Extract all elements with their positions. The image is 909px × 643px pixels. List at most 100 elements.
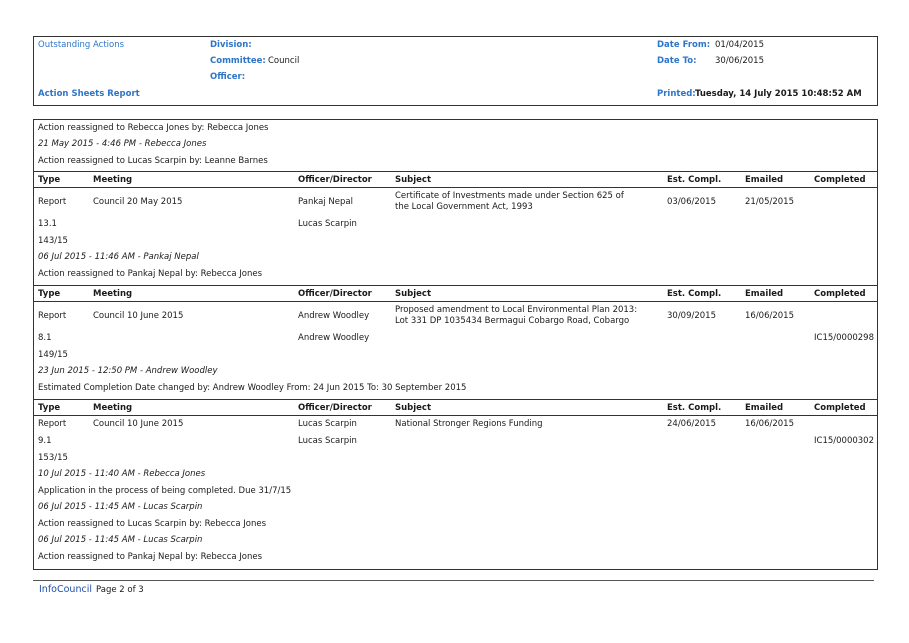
report-name: Outstanding Actions — [38, 40, 125, 50]
cell-officer-secondary: Lucas Scarpin — [298, 436, 357, 446]
cell-completed: IC15/0000298 — [814, 333, 874, 343]
note-text: Action reassigned to Lucas Scarpin by: L… — [38, 156, 268, 166]
col-est: Est. Compl. — [667, 289, 722, 299]
col-emailed: Emailed — [745, 403, 784, 413]
col-officer: Officer/Director — [298, 175, 372, 185]
table-row: 9.1 Lucas Scarpin IC15/0000302 — [34, 436, 877, 452]
note-row: Action reassigned to Pankaj Nepal by: Re… — [34, 552, 877, 568]
col-subject: Subject — [395, 175, 432, 185]
cell-completed: IC15/0000302 — [814, 436, 874, 446]
col-officer: Officer/Director — [298, 289, 372, 299]
committee-label: Committee: — [210, 56, 266, 66]
note-timestamp: 10 Jul 2015 - 11:40 AM - Rebecca Jones — [38, 469, 206, 479]
note-text: Application in the process of being comp… — [38, 486, 292, 496]
cell-item-number: 13.1 — [38, 219, 57, 229]
note-row: 10 Jul 2015 - 11:40 AM - Rebecca Jones — [34, 469, 877, 485]
note-timestamp: 06 Jul 2015 - 11:46 AM - Pankaj Nepal — [38, 252, 199, 262]
report-header: Outstanding Actions Action Sheets Report… — [33, 36, 878, 106]
note-row: 06 Jul 2015 - 11:45 AM - Lucas Scarpin — [34, 535, 877, 551]
table-row: 143/15 — [34, 236, 877, 252]
note-row: 06 Jul 2015 - 11:46 AM - Pankaj Nepal — [34, 252, 877, 268]
footer-divider — [33, 580, 874, 581]
col-meeting: Meeting — [93, 175, 133, 185]
date-to-label: Date To: — [657, 56, 697, 66]
note-row: Action reassigned to Pankaj Nepal by: Re… — [34, 269, 877, 285]
date-from-label: Date From: — [657, 40, 711, 50]
col-est: Est. Compl. — [667, 175, 722, 185]
cell-officer: Pankaj Nepal — [298, 197, 353, 207]
cell-subject: National Stronger Regions Funding — [395, 419, 543, 429]
cell-subject: Certificate of Investments made under Se… — [395, 191, 624, 212]
cell-emailed: 16/06/2015 — [745, 311, 794, 321]
date-from-value: 01/04/2015 — [715, 40, 764, 50]
col-emailed: Emailed — [745, 289, 784, 299]
note-row: 06 Jul 2015 - 11:45 AM - Lucas Scarpin — [34, 502, 877, 518]
col-meeting: Meeting — [93, 403, 133, 413]
table-row: Report Council 10 June 2015 Andrew Woodl… — [34, 305, 877, 333]
col-emailed: Emailed — [745, 175, 784, 185]
printed-label: Printed: — [657, 89, 696, 99]
note-text: Action reassigned to Pankaj Nepal by: Re… — [38, 552, 263, 562]
printed-value: Tuesday, 14 July 2015 10:48:52 AM — [695, 89, 862, 99]
date-to-value: 30/06/2015 — [715, 56, 764, 66]
col-type: Type — [38, 289, 61, 299]
note-row: Action reassigned to Lucas Scarpin by: L… — [34, 156, 877, 172]
table-row: Report Council 20 May 2015 Pankaj Nepal … — [34, 191, 877, 219]
note-row: Estimated Completion Date changed by: An… — [34, 383, 877, 399]
col-meeting: Meeting — [93, 289, 133, 299]
note-row: Action reassigned to Rebecca Jones by: R… — [34, 123, 877, 139]
note-row: 21 May 2015 - 4:46 PM - Rebecca Jones — [34, 139, 877, 155]
note-timestamp: 06 Jul 2015 - 11:45 AM - Lucas Scarpin — [38, 535, 203, 545]
col-subject: Subject — [395, 289, 432, 299]
cell-officer-secondary: Lucas Scarpin — [298, 219, 357, 229]
table-row: 149/15 — [34, 350, 877, 366]
cell-type: Report — [38, 197, 67, 207]
cell-est: 03/06/2015 — [667, 197, 716, 207]
cell-officer: Andrew Woodley — [298, 311, 370, 321]
note-timestamp: 23 Jun 2015 - 12:50 PM - Andrew Woodley — [38, 366, 218, 376]
note-row: Action reassigned to Lucas Scarpin by: R… — [34, 519, 877, 535]
actions-table: Action reassigned to Rebecca Jones by: R… — [33, 119, 878, 570]
cell-meeting: Council 10 June 2015 — [93, 311, 184, 321]
col-completed: Completed — [814, 403, 866, 413]
cell-subject: Proposed amendment to Local Environmenta… — [395, 305, 638, 326]
cell-reference: 143/15 — [38, 236, 68, 246]
col-type: Type — [38, 403, 61, 413]
col-officer: Officer/Director — [298, 403, 372, 413]
note-row: 23 Jun 2015 - 12:50 PM - Andrew Woodley — [34, 366, 877, 382]
cell-reference: 153/15 — [38, 453, 68, 463]
cell-emailed: 21/05/2015 — [745, 197, 794, 207]
col-completed: Completed — [814, 175, 866, 185]
footer-brand: InfoCouncil — [39, 584, 92, 595]
cell-item-number: 8.1 — [38, 333, 52, 343]
col-type: Type — [38, 175, 61, 185]
table-header-row: Type Meeting Officer/Director Subject Es… — [34, 285, 877, 302]
col-completed: Completed — [814, 289, 866, 299]
table-row: 8.1 Andrew Woodley IC15/0000298 — [34, 333, 877, 349]
note-text: Action reassigned to Rebecca Jones by: R… — [38, 123, 269, 133]
cell-item-number: 9.1 — [38, 436, 52, 446]
cell-type: Report — [38, 311, 67, 321]
cell-meeting: Council 10 June 2015 — [93, 419, 184, 429]
committee-value: Council — [268, 56, 300, 66]
note-text: Estimated Completion Date changed by: An… — [38, 383, 467, 393]
cell-est: 30/09/2015 — [667, 311, 716, 321]
footer-page-number: Page 2 of 3 — [96, 585, 144, 595]
note-text: Action reassigned to Lucas Scarpin by: R… — [38, 519, 266, 529]
table-row: Report Council 10 June 2015 Lucas Scarpi… — [34, 419, 877, 435]
note-text: Action reassigned to Pankaj Nepal by: Re… — [38, 269, 263, 279]
cell-type: Report — [38, 419, 67, 429]
note-timestamp: 06 Jul 2015 - 11:45 AM - Lucas Scarpin — [38, 502, 203, 512]
table-header-row: Type Meeting Officer/Director Subject Es… — [34, 171, 877, 188]
table-header-row: Type Meeting Officer/Director Subject Es… — [34, 399, 877, 416]
note-row: Application in the process of being comp… — [34, 486, 877, 502]
cell-emailed: 16/06/2015 — [745, 419, 794, 429]
cell-officer: Lucas Scarpin — [298, 419, 357, 429]
col-est: Est. Compl. — [667, 403, 722, 413]
col-subject: Subject — [395, 403, 432, 413]
note-timestamp: 21 May 2015 - 4:46 PM - Rebecca Jones — [38, 139, 207, 149]
division-label: Division: — [210, 40, 252, 50]
officer-label: Officer: — [210, 72, 246, 82]
cell-meeting: Council 20 May 2015 — [93, 197, 183, 207]
cell-reference: 149/15 — [38, 350, 68, 360]
